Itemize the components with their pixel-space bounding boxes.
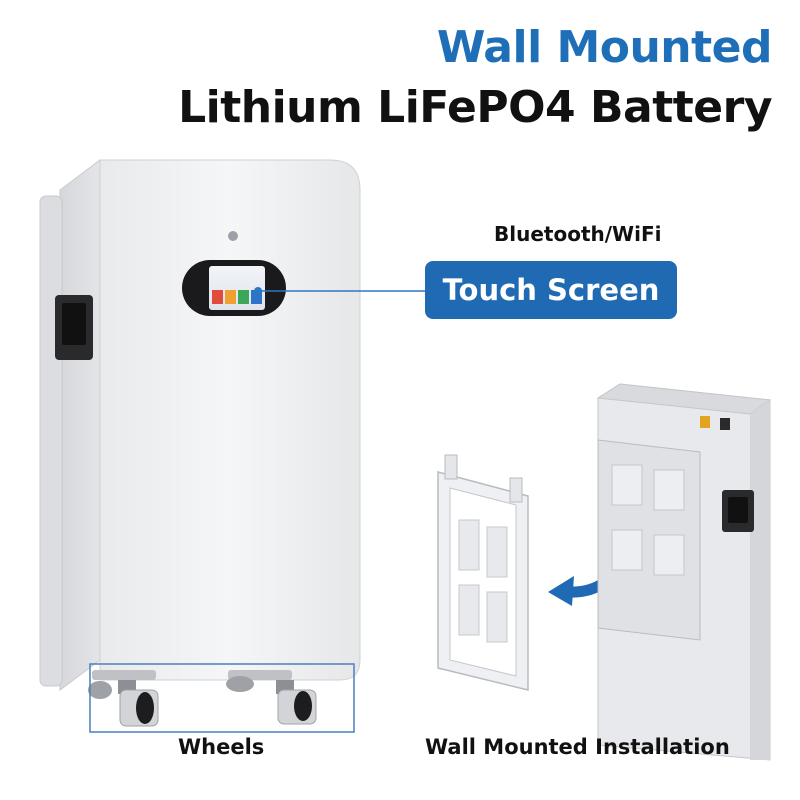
wheel-icon — [276, 680, 317, 725]
heading-line-1: Wall Mounted — [436, 22, 773, 73]
wheels-highlight-box — [89, 663, 355, 733]
touch-screen-label: Touch Screen — [425, 261, 677, 319]
wall-bracket — [437, 454, 529, 691]
wheel-icon — [88, 676, 254, 699]
callout-subtitle: Bluetooth/WiFi — [494, 222, 662, 246]
wheels-group — [88, 663, 355, 733]
heading-line-2: Lithium LiFePO4 Battery — [178, 82, 772, 133]
main-battery — [39, 159, 425, 691]
wheels-caption: Wheels — [178, 735, 265, 759]
wheel-icon — [118, 680, 159, 727]
terminal-icon — [700, 416, 710, 428]
terminal-icon — [720, 418, 730, 430]
wall-battery — [596, 383, 772, 761]
installation-caption: Wall Mounted Installation — [425, 735, 730, 759]
power-indicator-icon — [228, 231, 238, 241]
